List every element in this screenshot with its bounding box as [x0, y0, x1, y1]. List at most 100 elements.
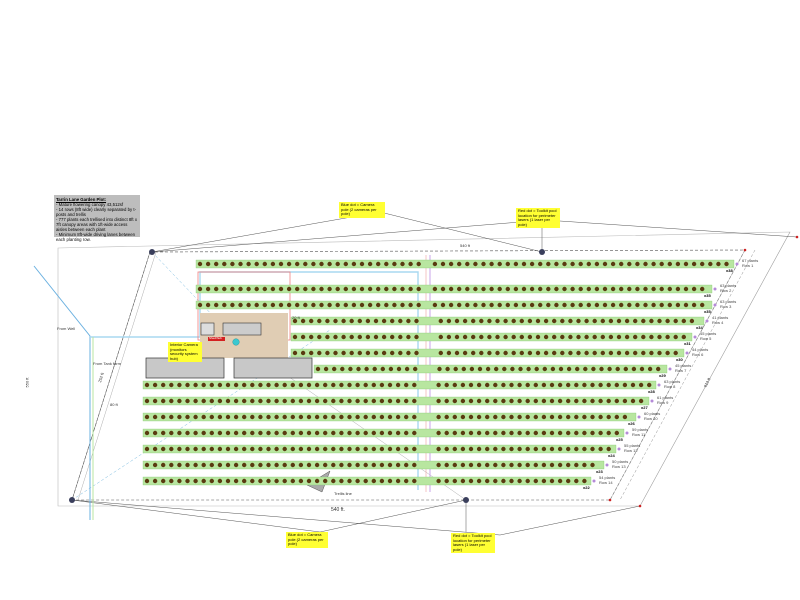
plant: [493, 462, 498, 468]
plant: [465, 286, 470, 292]
plant: [250, 398, 255, 404]
plant: [412, 414, 417, 420]
plant: [610, 261, 616, 267]
plant: [152, 446, 158, 452]
plant: [473, 261, 478, 267]
plant: [282, 462, 287, 468]
plant: [608, 334, 614, 340]
plant: [525, 446, 530, 452]
plant: [225, 398, 231, 404]
plant: [233, 414, 239, 420]
plant: [481, 302, 486, 308]
plant: [333, 350, 338, 356]
row-marker: x26: [628, 421, 635, 426]
plant: [557, 478, 563, 484]
plant: [233, 462, 239, 468]
plant: [657, 350, 662, 356]
plant: [349, 334, 354, 340]
row-end-post: [685, 351, 689, 355]
planting-row: [290, 332, 697, 342]
plant: [144, 430, 150, 436]
row-marker: x29: [659, 373, 666, 378]
plant: [365, 318, 371, 324]
planting-row: [142, 412, 641, 422]
plant: [357, 318, 362, 324]
plant: [238, 302, 243, 308]
plant: [185, 478, 190, 484]
plant: [152, 398, 158, 404]
plant: [222, 286, 227, 292]
plant: [250, 430, 255, 436]
plant: [413, 366, 418, 372]
plant: [638, 398, 644, 404]
plant: [552, 318, 557, 324]
plant: [379, 478, 385, 484]
plant: [414, 350, 419, 356]
plant: [460, 414, 466, 420]
dimension-left: 550 ft: [24, 377, 30, 388]
plant: [641, 350, 646, 356]
plant: [436, 462, 441, 468]
plant: [445, 366, 450, 372]
row-end-post: [605, 463, 609, 467]
plant: [387, 462, 393, 468]
plant: [295, 302, 300, 308]
plant: [452, 446, 457, 452]
plant: [689, 318, 695, 324]
plant: [444, 430, 449, 436]
row-end-post: [592, 479, 596, 483]
plant: [568, 334, 573, 340]
plant: [303, 261, 308, 267]
plant: [169, 398, 174, 404]
plant: [557, 398, 563, 404]
plant: [533, 414, 538, 420]
plant: [217, 446, 223, 452]
plant: [489, 286, 494, 292]
plant: [193, 398, 198, 404]
plant: [144, 414, 150, 420]
plant: [262, 302, 267, 308]
plant: [325, 334, 330, 340]
plant: [376, 286, 381, 292]
plant: [436, 414, 441, 420]
plant: [217, 462, 223, 468]
plant: [549, 462, 555, 468]
plant: [412, 446, 417, 452]
plant: [395, 478, 401, 484]
plant: [541, 462, 547, 468]
plant: [624, 350, 630, 356]
plant: [355, 478, 360, 484]
row-name: Row 2: [720, 287, 732, 293]
plant: [582, 398, 587, 404]
plant: [347, 430, 352, 436]
plant: [201, 446, 206, 452]
plant: [562, 286, 567, 292]
plant: [641, 318, 646, 324]
plant: [630, 382, 636, 388]
plant: [258, 462, 263, 468]
plant: [592, 318, 597, 324]
row-end-post: [668, 367, 672, 371]
plant: [290, 414, 295, 420]
plant: [574, 414, 579, 420]
plant: [635, 261, 640, 267]
plant: [303, 286, 308, 292]
plant: [446, 350, 452, 356]
plant: [635, 286, 640, 292]
plant: [376, 302, 381, 308]
plant: [501, 478, 506, 484]
plant: [392, 302, 397, 308]
row-end-post: [637, 415, 641, 419]
plant: [343, 286, 348, 292]
plant: [258, 382, 263, 388]
plant: [298, 462, 304, 468]
plant: [432, 302, 438, 308]
plant: [541, 478, 547, 484]
plant: [404, 430, 409, 436]
row-plant-count: 45 plants: [700, 331, 717, 336]
plant: [465, 302, 470, 308]
plant: [161, 462, 166, 468]
plant: [592, 350, 597, 356]
